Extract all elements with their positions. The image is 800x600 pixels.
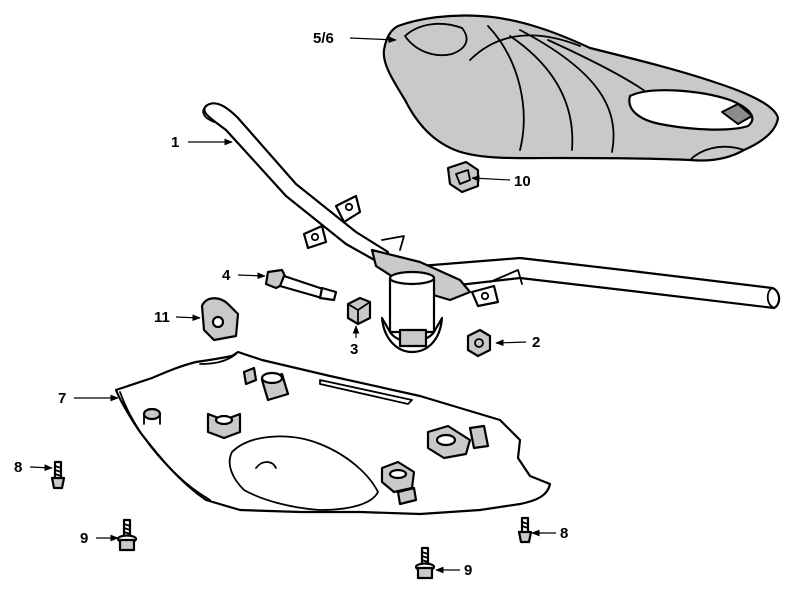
callout-label: 5/6 [313, 30, 334, 47]
clip-nut [446, 160, 480, 194]
callout-label: 1 [171, 134, 179, 151]
flange-screw-left [116, 518, 138, 552]
nut [466, 328, 492, 358]
callout-label: 11 [154, 309, 170, 326]
callout-label: 2 [532, 334, 540, 351]
screw-right [517, 516, 533, 544]
callout-1: 1 [171, 134, 233, 151]
callout-label: 7 [58, 390, 66, 407]
callout-3: 3 [350, 325, 360, 358]
callout-label: 10 [514, 173, 531, 190]
callout-7: 7 [58, 390, 119, 407]
callout-label: 4 [222, 267, 231, 284]
upper-handle-cover [382, 14, 780, 162]
callout-label: 8 [14, 459, 22, 476]
callout-11: 11 [154, 309, 201, 326]
clamp-bracket [200, 297, 240, 342]
callout-label: 9 [464, 562, 472, 579]
bolt [264, 268, 338, 302]
callout-8-left: 8 [14, 459, 53, 476]
callout-8-right: 8 [531, 525, 568, 542]
callout-9-left: 9 [80, 530, 119, 547]
callout-label: 3 [350, 341, 358, 358]
collar [346, 296, 372, 326]
callout-9-right: 9 [435, 562, 472, 579]
flange-screw-right [414, 546, 436, 580]
callout-2: 2 [495, 334, 540, 351]
callout-label: 9 [80, 530, 88, 547]
lower-handle-cover [114, 350, 552, 516]
callout-5-6: 5/6 [313, 30, 397, 47]
callout-10: 10 [471, 173, 531, 190]
callout-4: 4 [222, 267, 266, 284]
screw-left [50, 460, 66, 490]
callout-label: 8 [560, 525, 568, 542]
handlebar [202, 102, 781, 354]
